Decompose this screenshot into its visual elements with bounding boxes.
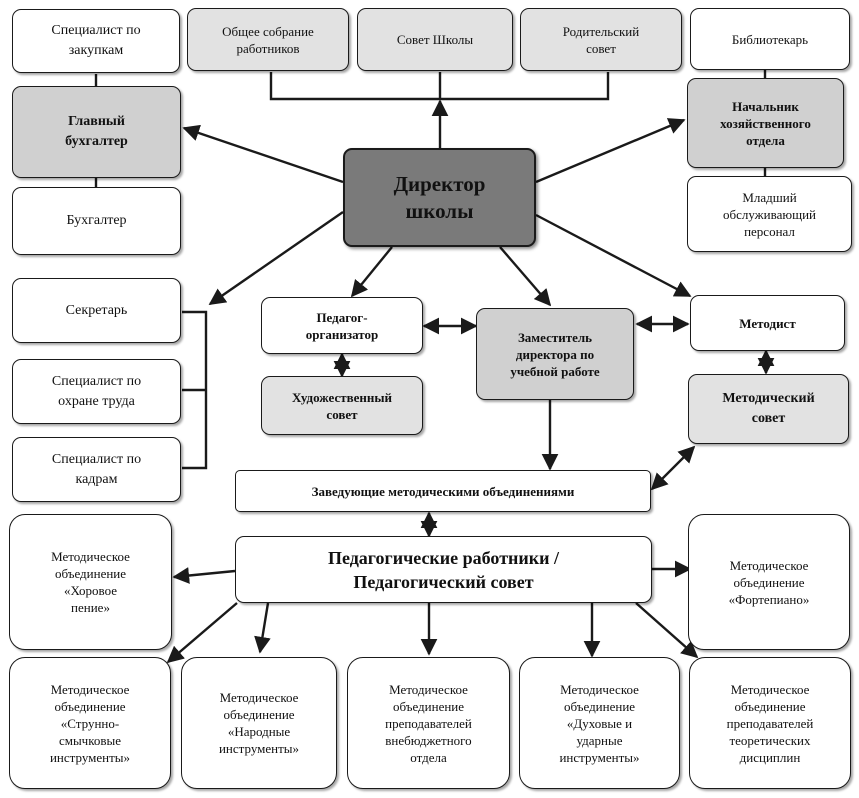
junior-staff-box: Младший обслуживающий персонал — [687, 176, 852, 252]
labor-safety-specialist-box: Специалист по охране труда — [12, 359, 181, 424]
mo-folk-box: Методическое объединение «Народные инстр… — [181, 657, 337, 789]
procurement-specialist-box: Специалист по закупкам — [12, 9, 180, 73]
link-director-head — [535, 118, 686, 184]
head-maintenance-box: Начальник хозяйственного отдела — [687, 78, 844, 168]
link-director-pedorg — [350, 246, 393, 298]
art-council-box: Художественный совет — [261, 376, 423, 435]
link-director-methodist — [535, 213, 692, 298]
link-director-chiefacc — [182, 124, 344, 184]
mo-winds-box: Методическое объединение «Духовые и удар… — [519, 657, 680, 789]
pedagogue-organizer-box: Педагог- организатор — [261, 297, 423, 354]
heads-methodical-associations-box: Заведующие методическими объединениями — [235, 470, 651, 512]
link-ped-strings — [166, 602, 238, 664]
deputy-director-box: Заместитель директора по учебной работе — [476, 308, 634, 400]
link-ped-theory — [635, 602, 699, 659]
mo-strings-box: Методическое объединение «Струнно- смычк… — [9, 657, 171, 789]
link-ped-folk — [254, 602, 271, 654]
pedagogical-workers-box: Педагогические работники / Педагогически… — [235, 536, 652, 603]
parent-council-box: Родительский совет — [520, 8, 682, 71]
director-box: Директор школы — [343, 148, 536, 247]
methodist-box: Методист — [690, 295, 845, 351]
hr-specialist-box: Специалист по кадрам — [12, 437, 181, 502]
mo-choir-box: Методическое объединение «Хоровое пение» — [9, 514, 172, 650]
accountant-box: Бухгалтер — [12, 187, 181, 255]
link-ped-choir — [172, 567, 236, 584]
general-meeting-box: Общее собрание работников — [187, 8, 349, 71]
link-director-admin — [208, 211, 344, 305]
mo-extra-budget-box: Методическое объединение преподавателей … — [347, 657, 510, 789]
methodical-council-box: Методический совет — [688, 374, 849, 444]
secretary-box: Секретарь — [12, 278, 181, 343]
link-methcouncil-heads — [650, 445, 696, 491]
mo-piano-box: Методическое объединение «Фортепиано» — [688, 514, 850, 650]
school-council-box: Совет Школы — [357, 8, 513, 71]
librarian-box: Библиотекарь — [690, 8, 850, 70]
mo-theory-box: Методическое объединение преподавателей … — [689, 657, 851, 789]
link-director-deputy — [499, 246, 552, 307]
chief-accountant-box: Главный бухгалтер — [12, 86, 181, 178]
